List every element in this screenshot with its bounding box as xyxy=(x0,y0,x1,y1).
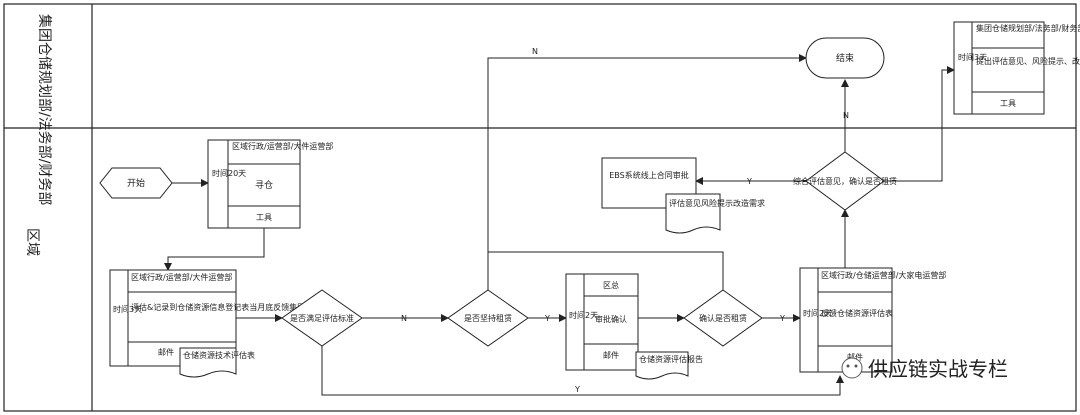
swimlane-frame xyxy=(3,3,1077,412)
edge-label-y: Y xyxy=(544,314,550,323)
svg-text:集团仓储规划部/法务部/财务部: 集团仓储规划部/法务部/财务部 xyxy=(36,14,53,205)
edge-label-n: N xyxy=(401,314,407,323)
edge-label-y: Y xyxy=(746,177,752,186)
document-eval-report: 仓储资源评估报告 xyxy=(635,351,703,380)
svg-text:工具: 工具 xyxy=(256,213,272,222)
approval-box xyxy=(565,273,639,371)
svg-text:提出评估意见、风险提示、改造需求: 提出评估意见、风险提示、改造需求 xyxy=(976,56,1080,66)
svg-text:邮件: 邮件 xyxy=(158,347,174,357)
svg-text:时间3天: 时间3天 xyxy=(958,52,987,62)
end-terminator: 结束 xyxy=(805,37,885,79)
svg-text:仓储资源技术评估表: 仓储资源技术评估表 xyxy=(183,350,255,360)
svg-text:时间2天: 时间2天 xyxy=(569,310,598,320)
svg-text:确认是否租赁: 确认是否租赁 xyxy=(699,313,747,323)
svg-text:是否满足评估标准: 是否满足评估标准 xyxy=(290,313,354,323)
wechat-icon xyxy=(841,357,863,379)
svg-text:寻仓: 寻仓 xyxy=(255,179,273,191)
evaluation-box xyxy=(109,269,237,367)
svg-text:综合评估意见，确认是否租赁: 综合评估意见，确认是否租赁 xyxy=(793,176,897,186)
decision-combine-opinions: 综合评估意见，确认是否租赁 xyxy=(793,151,897,211)
svg-text:供应链实战专栏: 供应链实战专栏 xyxy=(868,357,1008,381)
svg-text:仓储资源评估报告: 仓储资源评估报告 xyxy=(639,354,703,364)
svg-text:时间20天: 时间20天 xyxy=(212,168,246,178)
group-review-box xyxy=(953,21,1045,115)
svg-text:邮件: 邮件 xyxy=(847,352,863,362)
svg-text:区域行政/运营部/大件运营部: 区域行政/运营部/大件运营部 xyxy=(232,141,333,151)
connectors xyxy=(164,54,955,396)
svg-text:评估意见风险提示改造需求: 评估意见风险提示改造需求 xyxy=(669,198,765,208)
svg-text:区总: 区总 xyxy=(603,280,619,290)
feedback-box xyxy=(799,267,893,373)
svg-text:结束: 结束 xyxy=(836,52,854,64)
evaluation-box-text: 区域行政/运营部/大件运营部 时间3天 评估&记录到仓储资源信息登记表当月底反馈… xyxy=(113,272,305,357)
edge-label-y: Y xyxy=(574,385,580,394)
svg-text:区域行政/运营部/大件运营部: 区域行政/运营部/大件运营部 xyxy=(131,272,232,282)
svg-text:EBS系统线上合同审批: EBS系统线上合同审批 xyxy=(609,170,688,180)
group-review-box-text: 集团仓储规划部/法务部/财务部 时间3天 提出评估意见、风险提示、改造需求 工具 xyxy=(958,23,1080,108)
document-risk-notes: 评估意见风险提示改造需求 xyxy=(665,193,765,234)
edge-label-n: N xyxy=(532,47,538,56)
start-terminator: 开始 xyxy=(99,167,173,199)
svg-text:邮件: 邮件 xyxy=(603,350,619,360)
edge-labels: N N N Y Y Y Y xyxy=(401,47,849,394)
search-box xyxy=(207,139,301,229)
svg-text:工具: 工具 xyxy=(1000,99,1016,108)
svg-text:区域行政/仓储运营部/大家电运营部: 区域行政/仓储运营部/大家电运营部 xyxy=(821,270,946,280)
svg-text:时间2天: 时间2天 xyxy=(803,308,832,318)
svg-text:反馈仓储资源评估表: 反馈仓储资源评估表 xyxy=(821,308,893,318)
search-box-text: 区域行政/运营部/大件运营部 时间20天 寻仓 工具 xyxy=(212,141,333,222)
svg-text:区域: 区域 xyxy=(24,228,40,256)
lane-label-top: 集团仓储规划部/法务部/财务部 xyxy=(36,14,53,205)
edge-label-y: Y xyxy=(779,314,785,323)
svg-text:评估&记录到仓储资源信息登记表当月底反馈集团: 评估&记录到仓储资源信息登记表当月底反馈集团 xyxy=(131,302,305,312)
document-eval-form: 仓储资源技术评估表 xyxy=(179,347,255,378)
edge-label-n: N xyxy=(843,111,849,120)
svg-text:时间3天: 时间3天 xyxy=(113,304,142,314)
decision-confirm-lease: 确认是否租赁 xyxy=(683,289,763,347)
approval-box-text: 区总 时间2天 审批确认 邮件 xyxy=(569,280,627,360)
svg-text:集团仓储规划部/法务部/财务部: 集团仓储规划部/法务部/财务部 xyxy=(976,23,1080,33)
svg-text:是否坚持租赁: 是否坚持租赁 xyxy=(464,313,512,323)
decision-meet-standard: 是否满足评估标准 xyxy=(281,289,363,347)
feedback-box-text: 区域行政/仓储运营部/大家电运营部 时间2天 反馈仓储资源评估表 邮件 xyxy=(803,270,946,362)
decision-insist-lease: 是否坚持租赁 xyxy=(447,289,529,347)
svg-text:审批确认: 审批确认 xyxy=(595,314,627,324)
svg-text:开始: 开始 xyxy=(127,177,145,189)
watermark: 供应链实战专栏 xyxy=(841,357,1008,381)
lane-label-bottom: 区域 xyxy=(24,228,40,256)
